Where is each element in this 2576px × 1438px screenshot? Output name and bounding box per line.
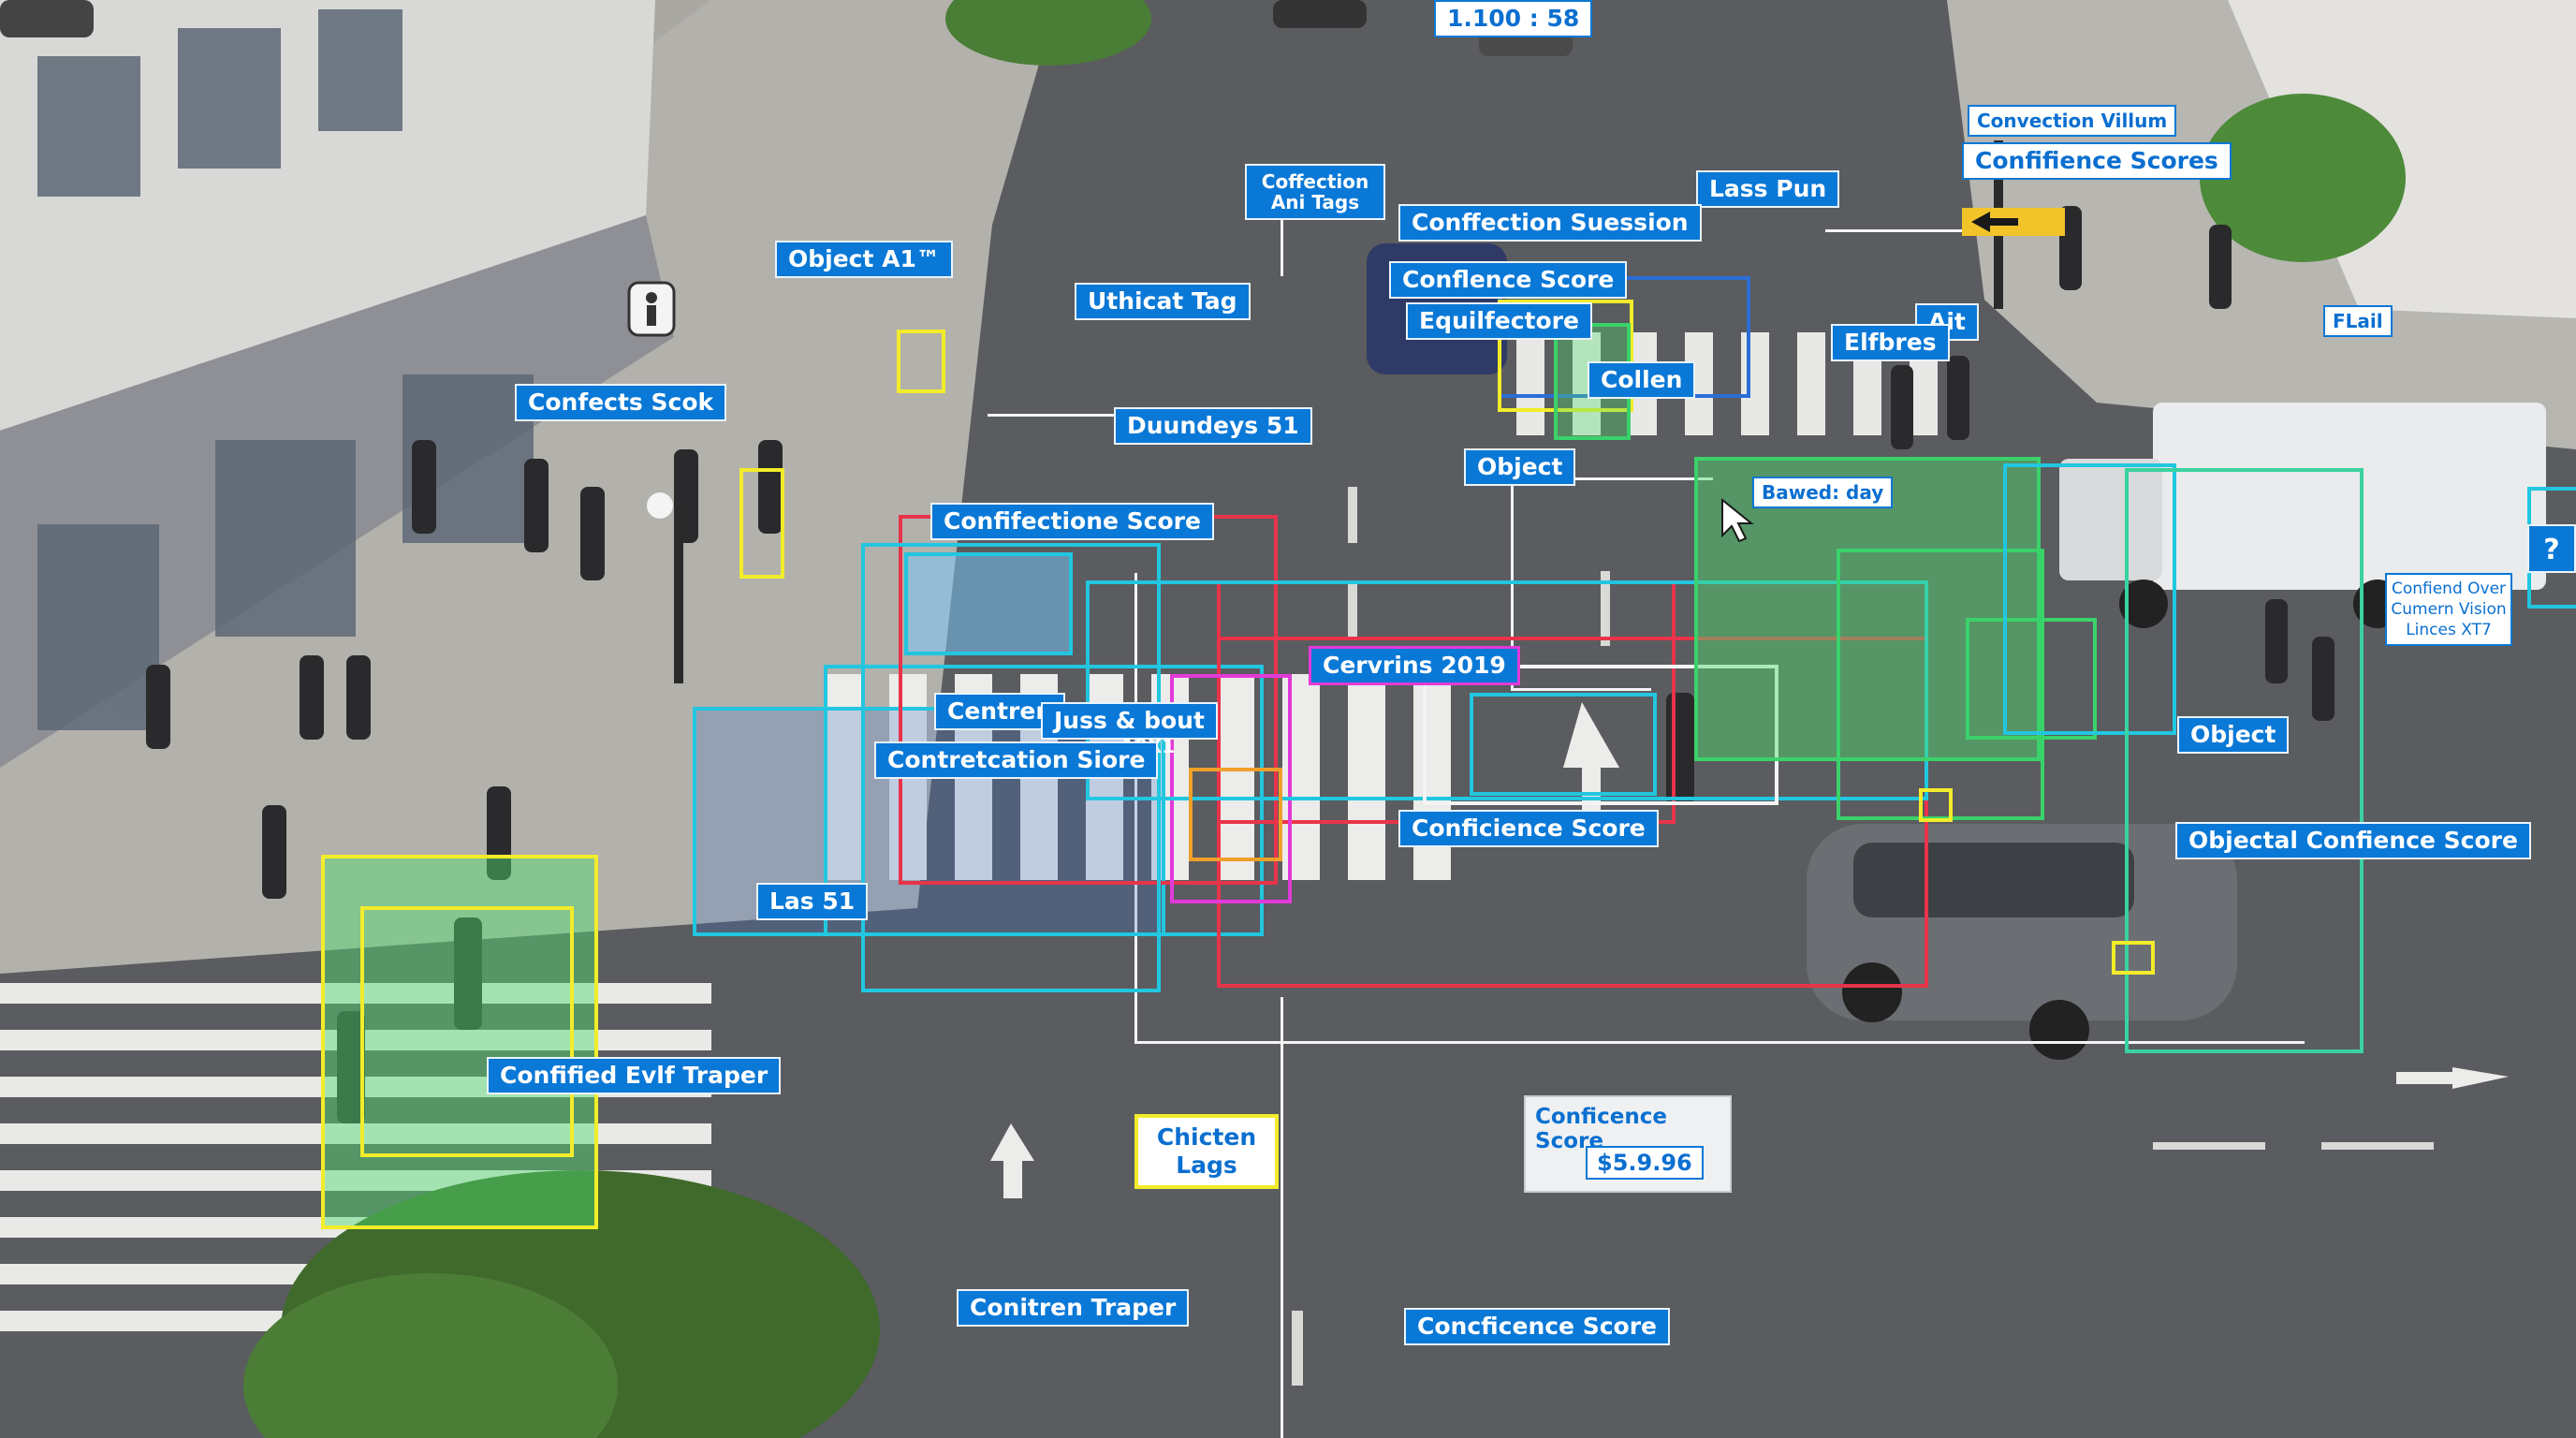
bbox-pedestrian-green[interactable]: [321, 855, 598, 1229]
bbox-white-right[interactable]: [1423, 665, 1778, 805]
label-confection-suession[interactable]: Conffection Suession: [1398, 204, 1702, 242]
label-equilfectore[interactable]: Equilfectore: [1406, 302, 1592, 340]
bbox-yellow-car[interactable]: [1498, 300, 1633, 412]
label-object-right[interactable]: Object: [2177, 716, 2290, 754]
label-lass-pun[interactable]: Lass Pun: [1696, 170, 1840, 208]
label-las-51[interactable]: Las 51: [756, 883, 869, 920]
label-conflence-score[interactable]: Conflence Score: [1389, 261, 1628, 299]
label-concficence-score[interactable]: Concficence Score: [1404, 1308, 1671, 1345]
bbox-vehicle-green-3[interactable]: [1966, 618, 2097, 740]
bbox-crosswalk-cyan-2[interactable]: [824, 665, 1264, 936]
label-coffection-ani-tags[interactable]: Coffection Ani Tags: [1245, 164, 1385, 220]
label-cervrins[interactable]: Cervrins 2019: [1309, 646, 1520, 685]
connector-line: [1281, 211, 1283, 276]
label-elfbres[interactable]: Elfbres: [1831, 324, 1950, 361]
label-contretcation-siore[interactable]: Contretcation Siore: [874, 741, 1159, 779]
label-confiend-over[interactable]: Confiend Over Cumern Vision Linces XT7: [2385, 573, 2512, 646]
label-confified-evlf[interactable]: Confified Evlf Traper: [487, 1057, 782, 1094]
label-confidence-scores[interactable]: Confifience Scores: [1962, 142, 2232, 180]
label-flail[interactable]: FLail: [2323, 305, 2393, 337]
bbox-small-yellow-2[interactable]: [2112, 941, 2155, 975]
bbox-pedestrian-inner[interactable]: [360, 906, 574, 1157]
label-chicten-lags[interactable]: Chicten Lags: [1134, 1114, 1279, 1189]
connector-line: [1134, 1041, 2305, 1044]
score-card-value: $5.9.96: [1586, 1146, 1704, 1180]
bbox-pedestrian-small[interactable]: [739, 468, 784, 579]
bbox-orange[interactable]: [1189, 768, 1282, 861]
label-conficience-score[interactable]: Conficience Score: [1398, 810, 1659, 847]
bbox-cyan-3[interactable]: [861, 543, 1161, 992]
label-object-ai[interactable]: Object A1™: [775, 241, 953, 278]
connector-line: [1516, 477, 1713, 480]
label-convection-villum[interactable]: Convection Villum: [1968, 105, 2177, 137]
bbox-people-blue[interactable]: [904, 552, 1073, 655]
score-card-title: Conficence Score: [1535, 1105, 1667, 1153]
bbox-truck-cyan[interactable]: [2125, 468, 2364, 1053]
label-objectal-confience[interactable]: Objectal Confience Score: [2175, 822, 2531, 859]
connector-line: [1281, 997, 1283, 1438]
mouse-pointer-icon: [1721, 498, 1754, 543]
label-confifectione-score[interactable]: Confifectione Score: [930, 503, 1214, 540]
connector-line: [1511, 688, 1651, 691]
help-button[interactable]: ?: [2527, 524, 2576, 573]
bbox-red-3[interactable]: [1217, 637, 1928, 988]
label-duundeys[interactable]: Duundeys 51: [1114, 407, 1312, 445]
label-conitren-traper[interactable]: Conitren Traper: [957, 1289, 1190, 1327]
pedestrian-sign-icon: [627, 281, 676, 337]
label-uthicat-tag[interactable]: Uthicat Tag: [1075, 283, 1251, 320]
bbox-car-cyan[interactable]: [2003, 463, 2176, 735]
label-confects-scok[interactable]: Confects Scok: [515, 384, 727, 421]
top-readout: 1.100 : 58: [1434, 0, 1593, 37]
bbox-cyan-5[interactable]: [1470, 693, 1657, 796]
label-bawed-day[interactable]: Bawed: day: [1752, 477, 1894, 508]
bbox-small-yellow[interactable]: [1919, 788, 1953, 822]
label-collen[interactable]: Collen: [1588, 361, 1696, 399]
bbox-cyan-4[interactable]: [1086, 580, 1928, 800]
label-object-center[interactable]: Object: [1464, 448, 1576, 486]
bbox-pedestrian-small-2[interactable]: [897, 330, 945, 393]
connector-line: [1134, 573, 1137, 1041]
connector-line: [1825, 229, 1966, 232]
connector-line: [1511, 468, 1514, 688]
confidence-score-card[interactable]: Conficence Score $5.9.96: [1524, 1095, 1732, 1193]
label-juss-bout[interactable]: Juss & bout: [1041, 702, 1218, 740]
arrow-sign-icon: [1962, 208, 2065, 236]
bbox-magenta[interactable]: [1170, 674, 1292, 903]
